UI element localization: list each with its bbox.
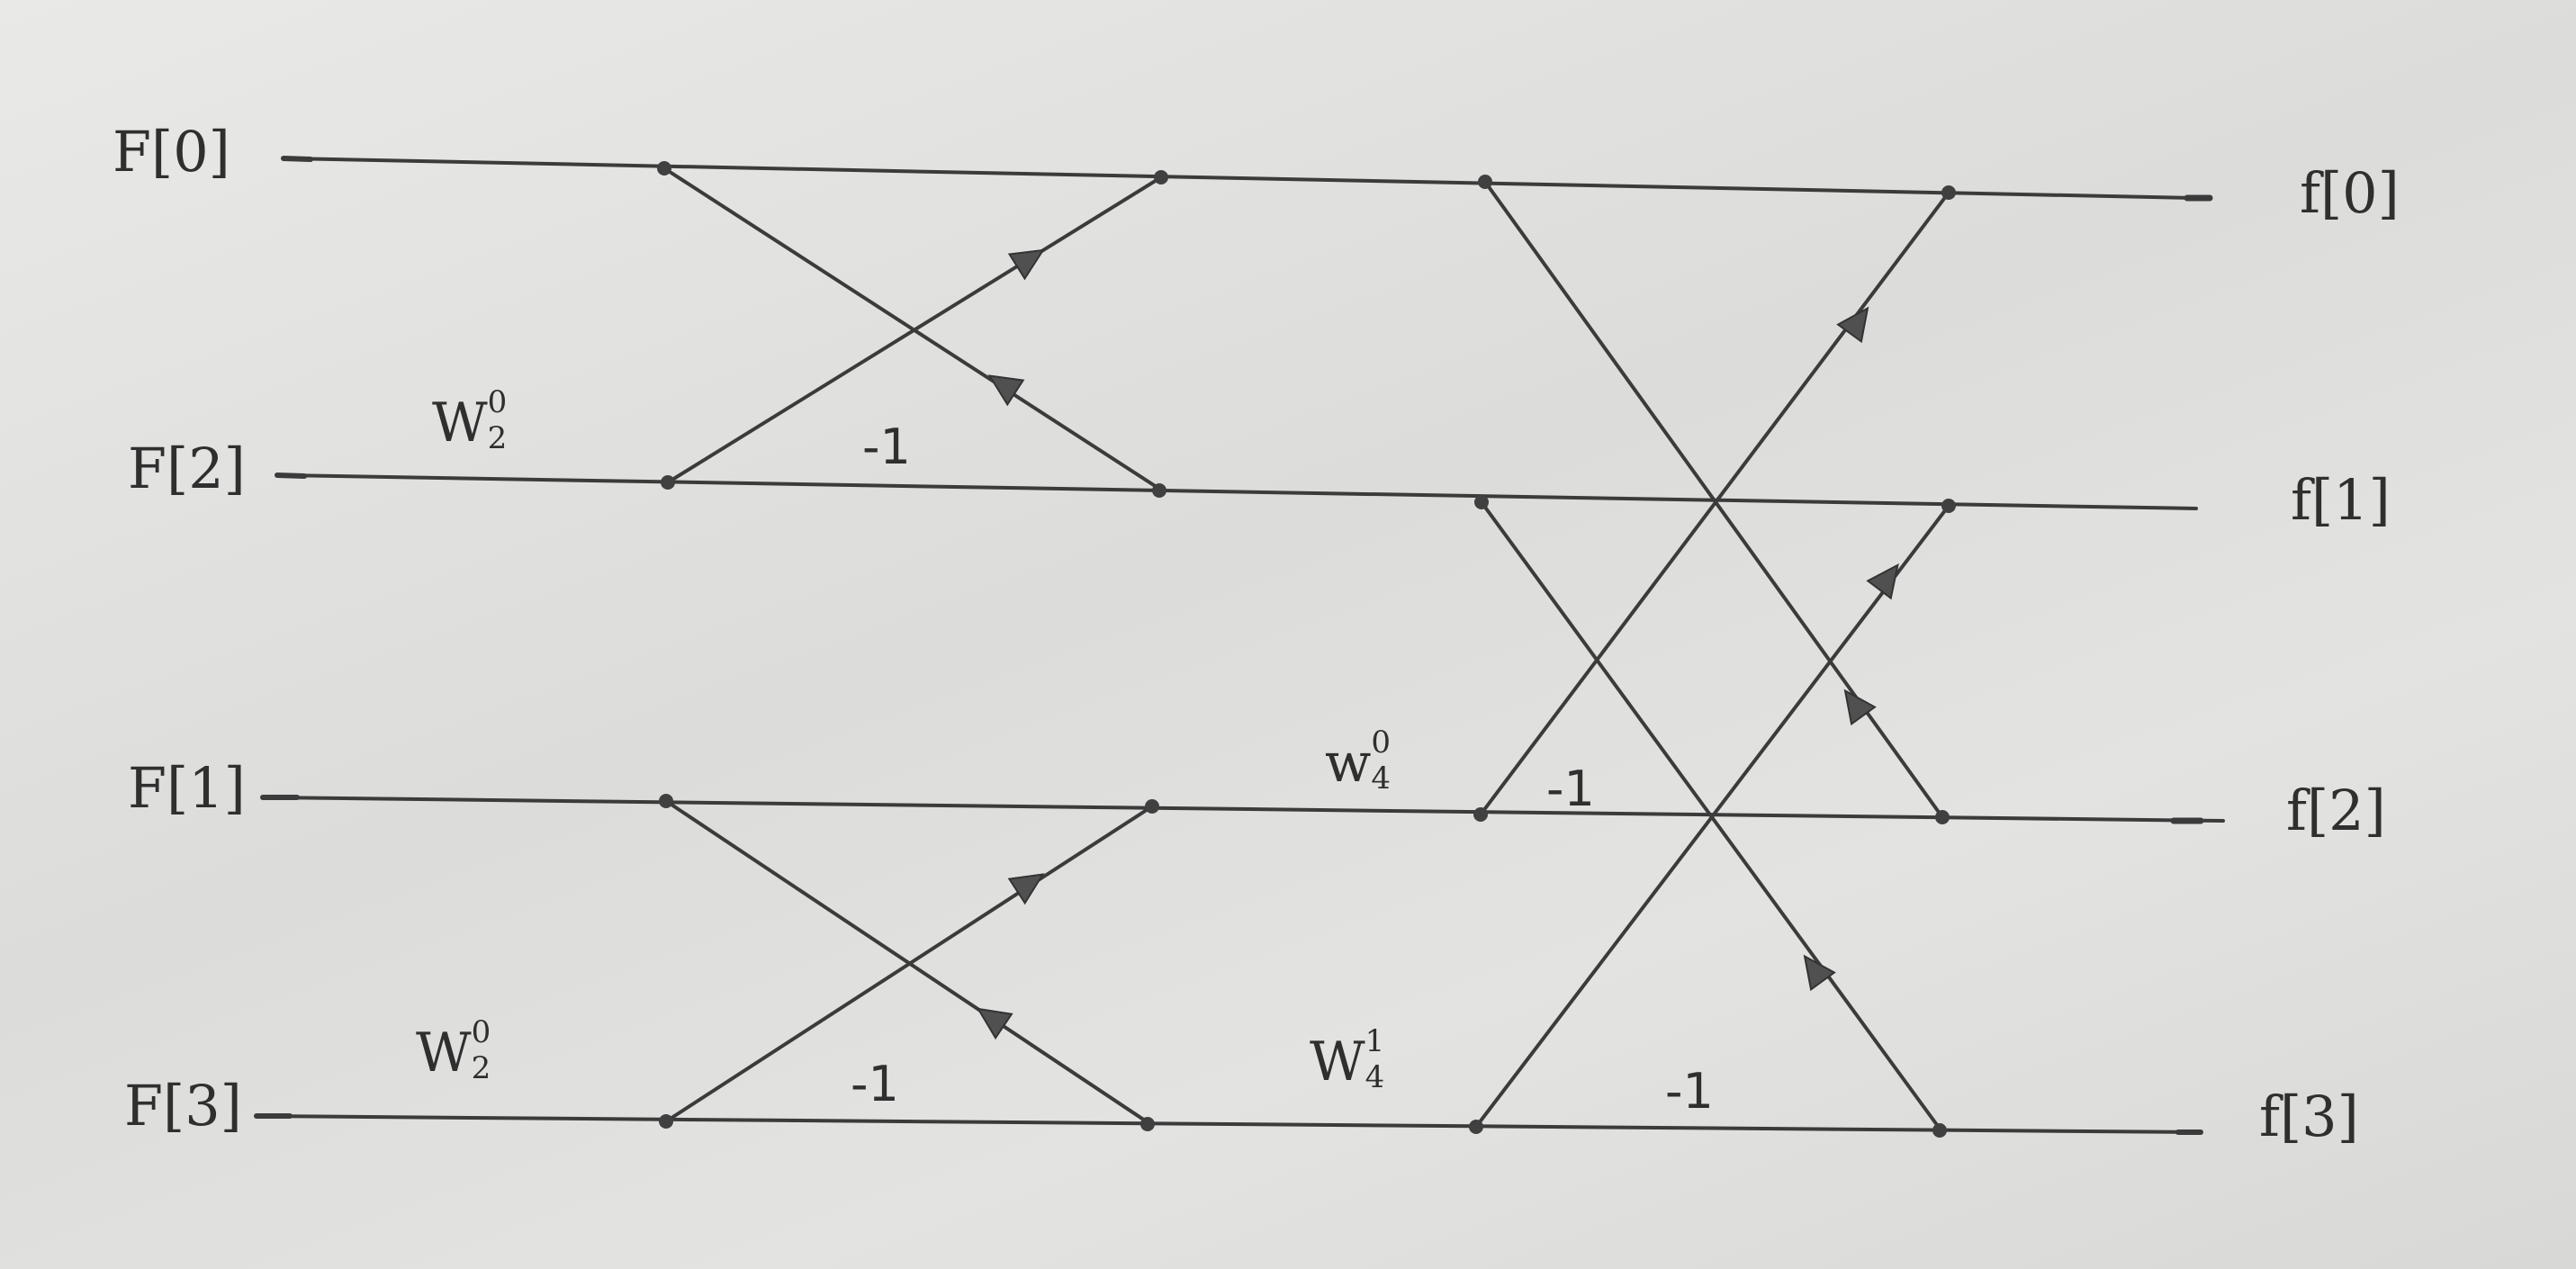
- arrowheads: [976, 248, 1899, 1040]
- node: [1941, 499, 1956, 513]
- arrowhead: [1007, 248, 1045, 281]
- twiddle-base: W: [432, 392, 488, 454]
- node: [1152, 483, 1166, 498]
- nodes: [657, 161, 1956, 1138]
- twiddle-sub: 2: [487, 420, 508, 456]
- node: [659, 794, 673, 808]
- node: [1941, 185, 1956, 200]
- rail-2: [264, 796, 2225, 823]
- s1-top-cross-down: [662, 166, 1161, 490]
- node: [1478, 175, 1492, 189]
- twiddle-base: W: [1310, 1030, 1365, 1094]
- minus-one-label: -1: [862, 418, 911, 475]
- output-label-3: f[3]: [2259, 1084, 2359, 1149]
- minus-one-label: -1: [1546, 760, 1595, 817]
- node: [1473, 807, 1488, 822]
- node: [657, 161, 671, 176]
- output-label-2: f[2]: [2286, 778, 2386, 843]
- twiddle-sup: 1: [1365, 1023, 1385, 1059]
- node: [1145, 799, 1159, 814]
- arrowhead: [1803, 954, 1836, 992]
- rail-0: [286, 157, 2198, 200]
- twiddle-sup: 0: [487, 384, 508, 420]
- s2-cross-3-1: [1474, 504, 1950, 1129]
- minus-one-label: -1: [1665, 1063, 1714, 1120]
- output-label-0: f[0]: [2300, 160, 2400, 226]
- input-label-0: F[0]: [113, 119, 230, 184]
- s2-cross-1-3: [1480, 500, 1941, 1130]
- rail-0-start-tick: [281, 156, 313, 162]
- node: [1932, 1123, 1947, 1138]
- arrowhead: [1007, 873, 1045, 905]
- twiddle-sup: 0: [1371, 724, 1391, 760]
- input-label-3: F[3]: [124, 1073, 242, 1138]
- twiddle-sub: 2: [471, 1050, 491, 1086]
- arrowhead: [976, 1007, 1013, 1040]
- input-label-2: F[1]: [128, 755, 246, 821]
- s1-bot-cross-up: [664, 805, 1154, 1123]
- node: [1469, 1120, 1483, 1134]
- output-label-1: f[1]: [2291, 467, 2391, 533]
- twiddle-sup: 0: [471, 1014, 491, 1050]
- arrowhead: [1866, 562, 1899, 600]
- arrowhead: [987, 374, 1025, 407]
- twiddle-sub: 4: [1371, 760, 1391, 796]
- twiddle-base: w: [1325, 732, 1372, 795]
- twiddle-base: W: [416, 1022, 472, 1084]
- input-label-1: F[2]: [128, 436, 246, 501]
- node: [661, 475, 675, 490]
- rail-1: [282, 473, 2198, 510]
- minus-one-label: -1: [851, 1056, 899, 1112]
- rail-3: [259, 1114, 2198, 1134]
- s2-cross-0-2: [1483, 180, 1944, 819]
- s1-bot-cross-down: [664, 799, 1149, 1124]
- node: [1140, 1117, 1155, 1131]
- node: [1474, 495, 1489, 509]
- s1-top-cross-up: [666, 176, 1163, 484]
- node: [659, 1114, 673, 1129]
- node: [1154, 170, 1168, 184]
- arrowhead: [1836, 306, 1869, 344]
- node: [1935, 810, 1950, 824]
- twiddle-sub: 4: [1365, 1059, 1385, 1095]
- s2-cross-2-0: [1479, 191, 1950, 816]
- rail-1-start-tick: [275, 472, 307, 479]
- arrowhead: [1843, 688, 1877, 726]
